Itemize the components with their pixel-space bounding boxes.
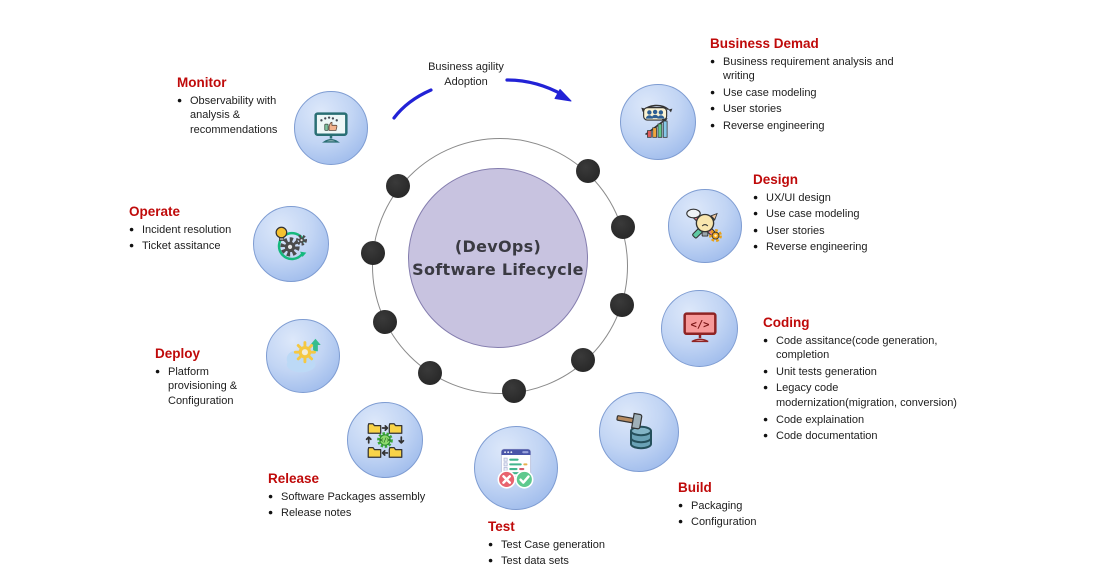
bullet-item: Test data sets [488,554,638,569]
bullet-item: Legacy code modernization(migration, con… [763,381,983,410]
stage-title-monitor: Monitor [177,75,227,90]
stage-design: Design UX/UI designUse case modelingUser… [753,172,918,257]
ring-dot [386,174,410,198]
stage-monitor: Monitor Observability with analysis & re… [177,75,302,139]
ring-dot [502,379,526,403]
center-circle: (DevOps) Software Lifecycle [408,168,588,348]
bullet-item: Code explaination [763,413,983,428]
build-node [599,392,679,472]
stage-title-business-demand: Business Demad [710,36,819,51]
release-node: </> [347,402,423,478]
stage-bullets-operate: Incident resolutionTicket assitance [129,223,269,254]
code-monitor-icon: </> [682,311,717,342]
stage-release: Release Software Packages assemblyReleas… [268,471,463,523]
annotation-business-agility: Business agility Adoption [410,60,522,91]
ring-dot [373,310,397,334]
monitor-node [294,91,368,165]
stage-title-deploy: Deploy [155,346,201,361]
stage-title-operate: Operate [129,204,181,219]
annotation-line1: Business agility [428,61,504,73]
bullet-item: Packaging [678,499,808,514]
business-demand-node [620,84,696,160]
stage-operate: Operate Incident resolutionTicket assita… [129,204,269,256]
bullet-item: Ticket assitance [129,239,269,254]
bullet-item: Release notes [268,506,463,521]
stage-title-design: Design [753,172,799,187]
coding-node: </> [661,290,738,367]
stage-build: Build PackagingConfiguration [678,480,808,532]
stage-bullets-test: Test Case generationTest data sets [488,538,638,569]
bullet-item: Reverse engineering [710,119,925,134]
stage-title-test: Test [488,519,515,534]
cloud-deploy-icon [286,338,321,373]
bullet-item: Use case modeling [710,86,925,101]
bullet-item: Test Case generation [488,538,638,553]
lifecycle-ring [372,138,628,394]
package-cycle-icon: </> [365,423,405,458]
stage-business-demand: Business Demad Business requirement anal… [710,36,925,136]
stage-deploy: Deploy Platform provisioning & Configura… [155,346,270,410]
test-node [474,426,558,510]
stage-bullets-business-demand: Business requirement analysis and writin… [710,55,925,134]
ring-dot [361,241,385,265]
bullet-item: Use case modeling [753,207,918,222]
stage-bullets-monitor: Observability with analysis & recommenda… [177,94,302,138]
bullet-item: Incident resolution [129,223,269,238]
ring-dot [610,293,634,317]
hammer-database-icon [616,412,652,450]
bullet-item: Observability with analysis & recommenda… [177,94,302,138]
bullet-item: Code assitance(code generation, completi… [763,334,983,363]
ring-dot [611,215,635,239]
bullet-item: Business requirement analysis and writin… [710,55,925,84]
annotation-line2: Adoption [444,76,488,89]
test-checklist-icon [497,448,534,489]
bullet-item: Reverse engineering [753,240,918,255]
ring-dot [576,159,600,183]
team-analytics-icon [641,104,673,138]
stage-bullets-build: PackagingConfiguration [678,499,808,530]
gears-support-icon [275,226,308,261]
design-node [668,189,742,263]
deploy-node [266,319,340,393]
bullet-item: Configuration [678,515,808,530]
monitor-observability-icon [314,112,348,143]
bullet-item: Code documentation [763,429,983,444]
bullet-item: Unit tests generation [763,365,983,380]
stage-title-release: Release [268,471,320,486]
svg-text:</>: </> [380,438,391,444]
ring-dot [571,348,595,372]
bullet-item: Platform provisioning & Configuration [155,365,270,409]
stage-bullets-deploy: Platform provisioning & Configuration [155,365,270,409]
business-agility-arrow-icon [392,78,572,120]
stage-title-coding: Coding [763,315,810,330]
stage-bullets-design: UX/UI designUse case modelingUser storie… [753,191,918,256]
stage-bullets-release: Software Packages assemblyRelease notes [268,490,463,521]
bullet-item: User stories [753,224,918,239]
center-title-line2: Software Lifecycle [412,260,584,279]
bullet-item: User stories [710,102,925,117]
stage-coding: Coding Code assitance(code generation, c… [763,315,983,446]
stage-test: Test Test Case generationTest data sets [488,519,638,571]
stage-bullets-coding: Code assitance(code generation, completi… [763,334,983,444]
stage-title-build: Build [678,480,712,495]
center-title-line1: (DevOps) [454,236,542,256]
bullet-item: Software Packages assembly [268,490,463,505]
ring-dot [418,361,442,385]
bulb-pencils-icon [686,208,722,243]
svg-text:</>: </> [690,319,709,331]
bullet-item: UX/UI design [753,191,918,206]
